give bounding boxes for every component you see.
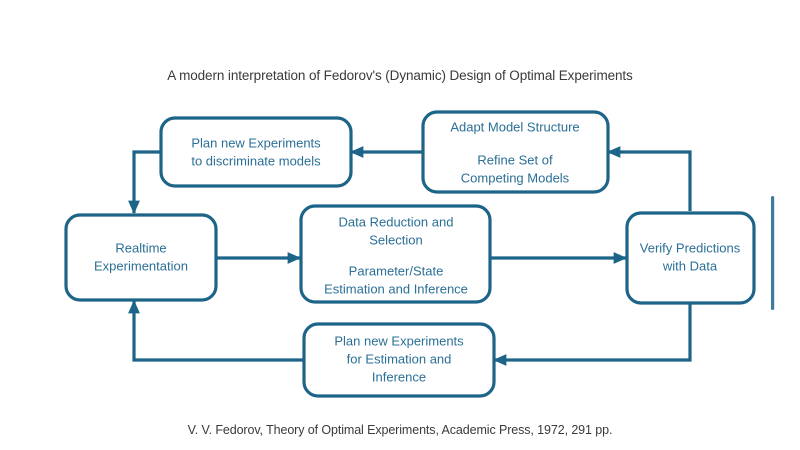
- node-plan-estimation-line-1: for Estimation and: [347, 351, 452, 366]
- edge-plan-estimation-to-realtime: [128, 299, 303, 362]
- node-data-reduction-line-0: Data Reduction and: [339, 214, 454, 229]
- node-adapt-model-line-2: Refine Set of: [477, 152, 553, 167]
- node-plan-discriminate[interactable]: Plan new Experiments to discriminate mod…: [159, 116, 353, 188]
- node-realtime-experimentation-line-0: Realtime: [115, 240, 166, 255]
- edge-plan-discriminate-to-realtime: [128, 150, 160, 215]
- edge-verify-to-adapt: [606, 146, 692, 211]
- node-realtime-experimentation-line-1: Experimentation: [94, 258, 188, 273]
- node-data-reduction-shape: [299, 204, 492, 304]
- node-realtime-experimentation-shape: [64, 213, 218, 302]
- node-data-reduction-line-3: Parameter/State: [349, 263, 444, 278]
- node-plan-estimation-line-0: Plan new Experiments: [334, 333, 464, 348]
- page-title: A modern interpretation of Fedorov's (Dy…: [167, 68, 633, 83]
- node-data-reduction-line-4: Estimation and Inference: [324, 281, 468, 296]
- scrollbar-indicator[interactable]: [771, 196, 775, 310]
- node-verify-predictions-line-0: Verify Predictions: [640, 240, 741, 255]
- node-data-reduction[interactable]: Data Reduction and Selection Parameter/S…: [299, 204, 492, 304]
- node-plan-discriminate-line-1: to discriminate models: [191, 153, 321, 168]
- source-caption: V. V. Fedorov, Theory of Optimal Experim…: [187, 423, 613, 437]
- node-adapt-model-line-3: Competing Models: [461, 170, 570, 185]
- node-plan-estimation[interactable]: Plan new Experiments for Estimation and …: [302, 322, 496, 398]
- node-adapt-model-line-0: Adapt Model Structure: [450, 119, 579, 134]
- node-realtime-experimentation[interactable]: Realtime Experimentation: [64, 213, 218, 302]
- node-verify-predictions-line-1: with Data: [662, 258, 718, 273]
- node-plan-discriminate-line-0: Plan new Experiments: [191, 135, 321, 150]
- node-plan-discriminate-shape: [159, 116, 353, 188]
- node-verify-predictions[interactable]: Verify Predictions with Data: [625, 211, 756, 305]
- node-plan-estimation-shape: [302, 322, 496, 398]
- node-plan-estimation-line-2: Inference: [372, 369, 426, 384]
- node-verify-predictions-shape: [625, 211, 756, 305]
- node-adapt-model[interactable]: Adapt Model Structure Refine Set of Comp…: [421, 110, 610, 194]
- node-data-reduction-line-1: Selection: [369, 232, 422, 247]
- edge-verify-to-plan-estimation: [492, 303, 692, 366]
- node-adapt-model-shape: [421, 110, 610, 194]
